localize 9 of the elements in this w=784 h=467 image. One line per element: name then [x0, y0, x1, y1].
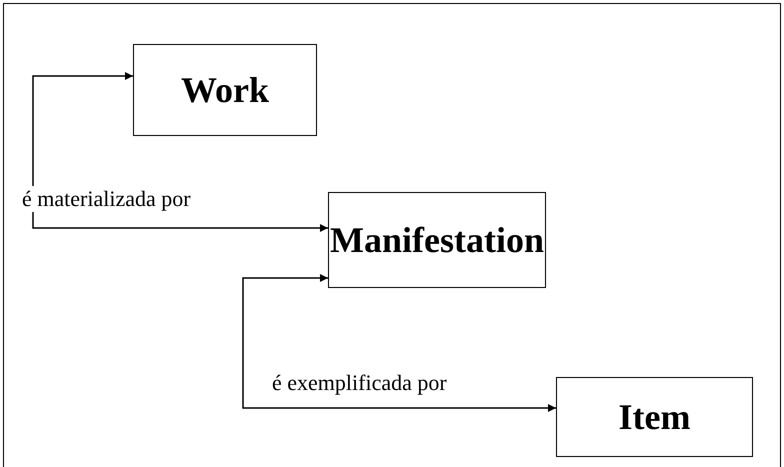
entity-box — [556, 377, 753, 457]
entity-name: Work — [180, 69, 269, 111]
arrow — [32, 72, 328, 232]
edge-label: é materializada por — [20, 186, 193, 212]
entity-name: Item — [618, 396, 690, 438]
entity-box — [328, 192, 546, 288]
entity-box — [133, 44, 317, 136]
arrow — [242, 274, 556, 412]
entity-name: Manifestation — [330, 219, 544, 261]
